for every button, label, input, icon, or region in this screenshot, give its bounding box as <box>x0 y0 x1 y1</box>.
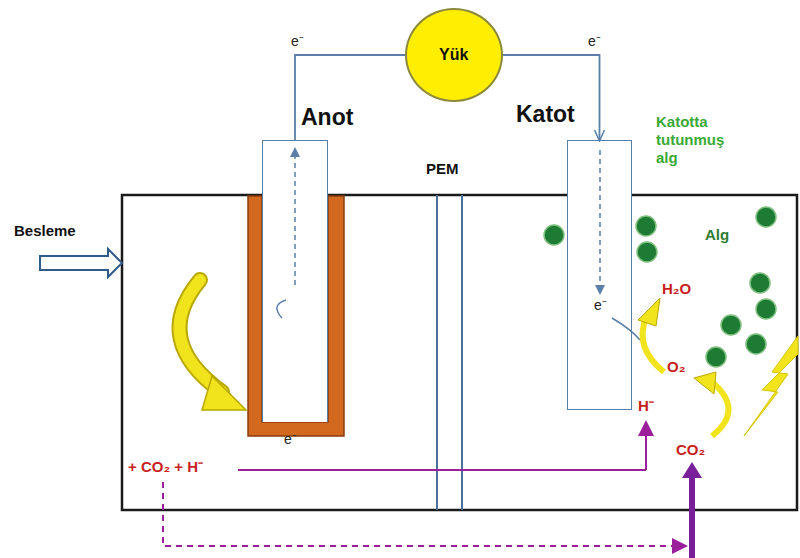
curved-arrow <box>180 280 222 392</box>
algae-label: Alg <box>705 226 729 244</box>
cathode-electrode: Katote⁻ <box>567 140 632 410</box>
node-title: Yük <box>439 46 468 64</box>
anode-fill <box>262 140 328 422</box>
arrow-head <box>638 298 660 326</box>
proton-label: H⁻ <box>638 397 654 415</box>
co2-label: CO₂ <box>676 441 705 459</box>
electron-path <box>294 150 296 285</box>
node-title: Katot <box>516 101 575 128</box>
arrow-head <box>682 462 702 478</box>
load-circle: Yük <box>405 8 503 102</box>
anode-electrode: Anote⁻ <box>262 140 328 422</box>
water-label: H₂O <box>662 280 691 298</box>
co2-transfer-path <box>163 482 684 546</box>
oxygen-label: O₂ <box>667 358 685 376</box>
algae-note: Katotta tutunmuş alg <box>656 113 748 167</box>
proton-path <box>238 469 646 471</box>
curved-arrow <box>643 318 664 372</box>
co2-supply-arrow <box>689 474 695 558</box>
products-label: + CO₂ + H⁻ <box>128 458 203 476</box>
electron-symbol: e⁻ <box>586 31 603 50</box>
electron-symbol: e⁻ <box>289 31 306 50</box>
electron-curl <box>612 318 640 340</box>
feed-arrow <box>40 249 122 277</box>
node-title: Anot <box>301 104 353 131</box>
wire-connector <box>503 55 600 140</box>
electron-symbol: e⁻ <box>594 295 607 314</box>
chamber-outline <box>122 195 797 510</box>
feed-label: Besleme <box>14 222 76 240</box>
proton-path <box>645 424 647 470</box>
arrow-head <box>202 376 246 410</box>
membrane-line <box>461 195 463 510</box>
electron-symbol: e⁻ <box>284 429 297 448</box>
curved-arrow-edge <box>180 280 222 392</box>
algae-cells <box>544 207 776 367</box>
electron-curl <box>277 300 286 318</box>
wire-connector <box>295 55 405 140</box>
membrane-line <box>436 195 438 510</box>
membrane-label: PEM <box>426 160 459 178</box>
arrow-head <box>694 372 716 394</box>
electron-path <box>599 150 601 292</box>
cathode-fill <box>567 140 632 410</box>
